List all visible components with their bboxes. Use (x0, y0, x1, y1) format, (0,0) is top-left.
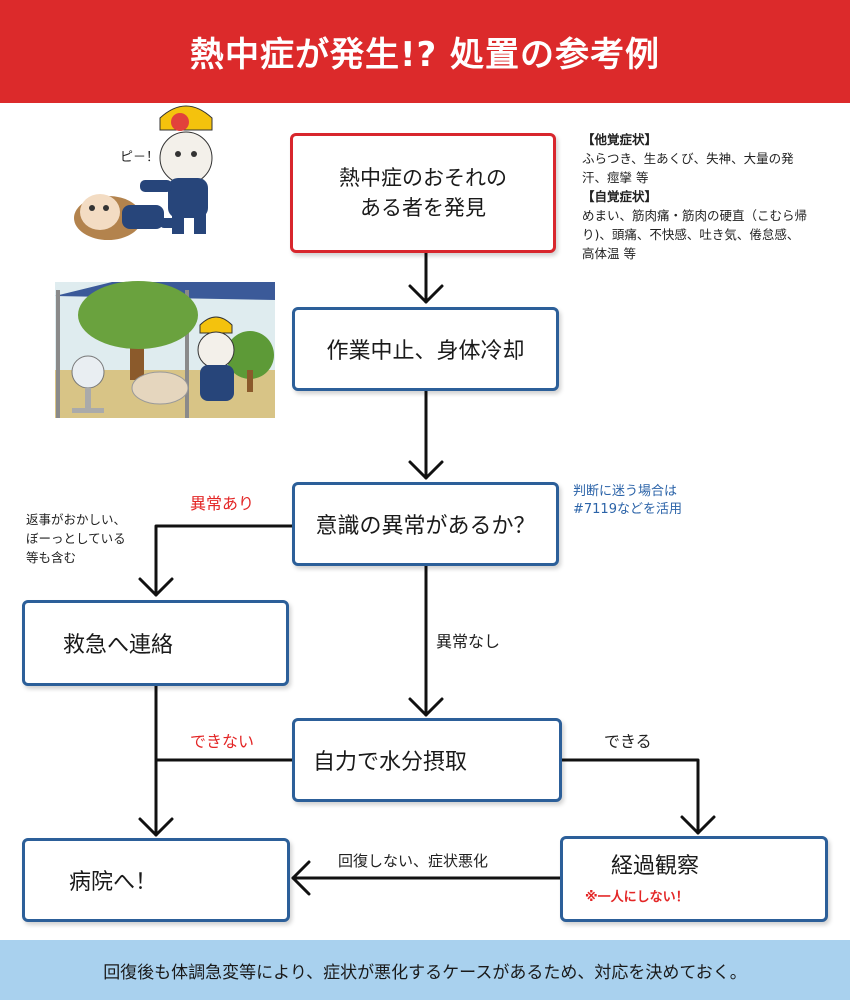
self-symptoms-line2: り)、頭痛、不快感、吐き気、倦怠感、 (582, 227, 800, 242)
arrow-stop-to-check (408, 389, 444, 480)
cannot-label: できない (190, 732, 255, 751)
arrow-check-to-drink (408, 564, 444, 717)
arrow-observe-to-hospital (291, 860, 562, 896)
step-drink-box: 自力で水分摂取 (292, 718, 562, 802)
step-stop-cool-label: 作業中止、身体冷却 (326, 339, 525, 364)
worker-finding-collapsed-illustration (74, 105, 213, 240)
other-symptoms-line2: 汗、痙攣 等 (582, 170, 649, 185)
step-discover-line2: ある者を発見 (360, 196, 486, 220)
arrow-check-to-ambulance (138, 524, 294, 597)
abnormal-note-line2: ぼーっとしている (26, 531, 126, 546)
self-symptoms-heading: 【自覚症状】 (582, 189, 658, 204)
step-ambulance-label: 救急へ連絡 (63, 633, 174, 658)
unsure-note-line2: #7119などを活用 (573, 502, 682, 517)
normal-label: 異常なし (436, 632, 501, 651)
unsure-note: 判断に迷う場合は #7119などを活用 (573, 483, 682, 519)
footer-note: 回復後も体調急変等により、症状が悪化するケースがあるため、対応を決めておく。 (0, 940, 850, 1000)
step-consciousness-label: 意識の異常があるか？ (315, 514, 536, 539)
can-label: できる (604, 732, 652, 751)
cooling-scene-illustration (55, 281, 275, 418)
step-drink-label: 自力で水分摂取 (313, 750, 468, 775)
other-symptoms-heading: 【他覚症状】 (582, 132, 658, 147)
step-observe-box: 経過観察 ※一人にしない！ (560, 836, 828, 922)
step-discover-box: 熱中症のおそれの ある者を発見 (290, 133, 556, 253)
step-ambulance-box: 救急へ連絡 (22, 600, 289, 686)
other-symptoms-line1: ふらつき、生あくび、失神、大量の発 (582, 151, 794, 166)
abnormal-note: 返事がおかしい、 ぼーっとしている 等も含む (26, 510, 126, 567)
page-title: 熱中症が発生!? 処置の参考例 (0, 0, 850, 103)
step-observe-label: 経過観察 (611, 853, 700, 879)
step-observe-note: ※一人にしない！ (585, 889, 689, 905)
step-hospital-box: 病院へ！ (22, 838, 290, 922)
arrow-drink-to-observe (560, 758, 716, 835)
step-discover-line1: 熱中症のおそれの (339, 166, 507, 190)
arrow-discover-to-stop (408, 251, 444, 304)
symptoms-note: 【他覚症状】 ふらつき、生あくび、失神、大量の発 汗、痙攣 等 【自覚症状】 め… (582, 130, 844, 263)
step-stop-cool-box: 作業中止、身体冷却 (292, 307, 559, 391)
abnormal-note-line1: 返事がおかしい、 (26, 512, 127, 527)
abnormal-note-line3: 等も含む (26, 550, 77, 565)
unsure-note-line1: 判断に迷う場合は (573, 484, 678, 499)
self-symptoms-line3: 高体温 等 (582, 246, 636, 261)
step-consciousness-box: 意識の異常があるか？ (292, 482, 559, 566)
self-symptoms-line1: めまい、筋肉痛・筋肉の硬直（こむら帰 (582, 208, 808, 223)
abnormal-label: 異常あり (190, 494, 255, 513)
no-recovery-label: 回復しない、症状悪化 (338, 852, 489, 870)
pi-sound-label: ピ－！ (120, 150, 160, 165)
step-hospital-label: 病院へ！ (69, 870, 158, 895)
